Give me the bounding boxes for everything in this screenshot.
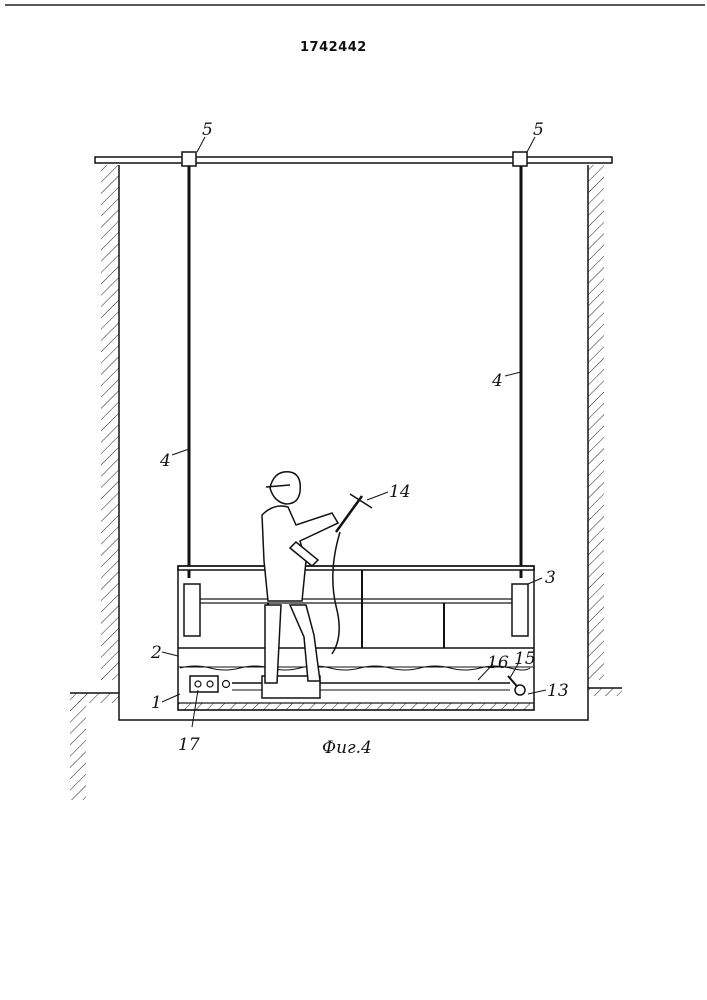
label-3: 3: [545, 568, 556, 588]
device-17: [190, 676, 218, 692]
label-14: 14: [389, 482, 411, 502]
winch-left: [184, 584, 200, 636]
label-5-left: 5: [202, 120, 213, 140]
figure-caption: Фиг.4: [322, 738, 372, 758]
right-ground-hatching: [588, 688, 622, 696]
overhead-beam: [95, 157, 612, 163]
anchor-5-right: [513, 152, 527, 166]
label-2: 2: [150, 643, 162, 663]
label-15: 15: [514, 649, 536, 669]
label-5-right: 5: [533, 120, 544, 140]
label-4-right: 4: [491, 371, 503, 391]
left-lower-hatching: [70, 700, 86, 800]
worker-figure: [262, 472, 338, 683]
left-wall-hatching: [101, 165, 119, 680]
winch-right: [512, 584, 528, 636]
spray-tool-14: [332, 494, 372, 654]
label-4-left: 4: [159, 451, 171, 471]
cradle-platform: [178, 566, 534, 710]
pulley-13: [515, 685, 525, 695]
label-1: 1: [151, 693, 162, 713]
anchor-5-left: [182, 152, 196, 166]
leader-lines: [162, 137, 546, 727]
label-13: 13: [547, 681, 569, 701]
label-17: 17: [178, 735, 200, 755]
label-16: 16: [487, 653, 509, 673]
right-wall-hatching: [588, 165, 604, 680]
